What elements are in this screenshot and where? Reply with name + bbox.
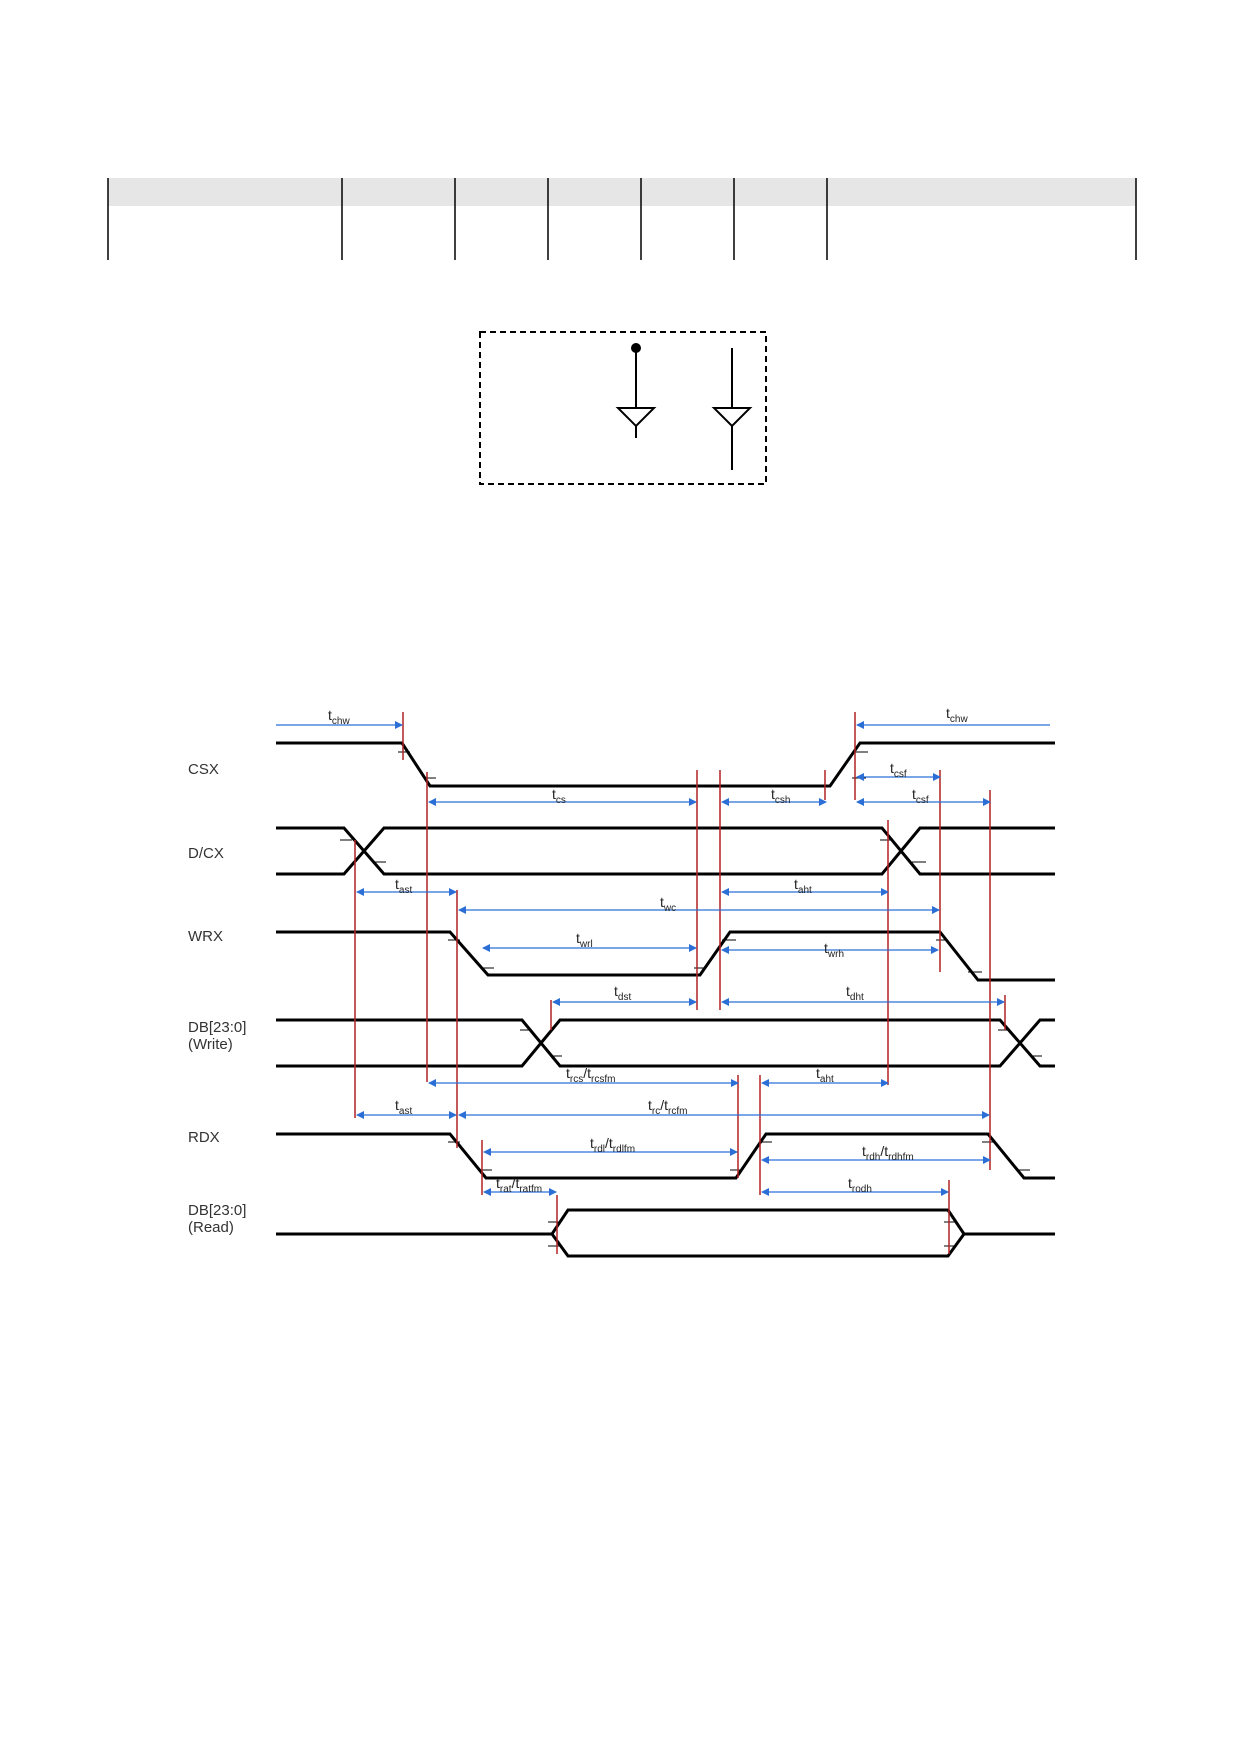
- waveforms: [276, 741, 1055, 1258]
- timing-label-taht-1: taht: [794, 876, 812, 896]
- waveform-db-read: [276, 1208, 1055, 1258]
- timing-label-tcsh: tcsh: [771, 786, 790, 806]
- timing-label-trdh: trdh/trdhfm: [862, 1143, 914, 1163]
- timing-label-tdst: tdst: [614, 983, 631, 1003]
- timing-label-tast-1: tast: [395, 876, 412, 896]
- dimension-arrows: [276, 721, 1050, 1196]
- waveform-rdx: [276, 1132, 1055, 1180]
- timing-label-trc: trc/trcfm: [648, 1097, 687, 1117]
- signal-label-csx: CSX: [188, 761, 219, 778]
- timing-label-trcs: trcs/trcsfm: [566, 1065, 615, 1085]
- timing-label-twrl: twrl: [576, 930, 593, 950]
- timing-label-tdht: tdht: [846, 983, 864, 1003]
- timing-label-tcs: tcs: [552, 786, 566, 806]
- timing-label-taht-2: taht: [816, 1065, 834, 1085]
- signal-label-rdx: RDX: [188, 1129, 220, 1146]
- timing-label-twc: twc: [660, 894, 676, 914]
- timing-label-tchw-right: tchw: [946, 705, 968, 725]
- waveform-dcx: [276, 826, 1055, 876]
- signal-label-db-read: DB[23:0](Read): [188, 1202, 246, 1236]
- timing-label-tcsf-2: tcsf: [912, 786, 929, 806]
- header-band: [108, 178, 1136, 206]
- circuit-diagram: [479, 331, 767, 485]
- timing-labels: tchw tchw tcsf tcs tcsh tcsf tast taht t…: [328, 705, 968, 1195]
- waveform-db-write: [276, 1018, 1055, 1068]
- signal-label-dcx: D/CX: [188, 845, 224, 862]
- buffer-left: [615, 343, 657, 438]
- timing-label-tchw-left: tchw: [328, 707, 350, 727]
- table-column-dividers: [107, 178, 1137, 260]
- timing-label-trdl: trdl/trdlfm: [590, 1135, 635, 1155]
- waveform-csx: [276, 741, 1055, 788]
- reference-lines: [354, 712, 1006, 1254]
- buffer-right: [711, 348, 753, 470]
- header-table: [107, 178, 1137, 260]
- timing-label-tast-2: tast: [395, 1097, 412, 1117]
- timing-label-trat: trat/tratfm: [496, 1175, 542, 1195]
- timing-label-twrh: twrh: [824, 940, 844, 960]
- transition-ticks: [340, 751, 1042, 1247]
- signal-label-db-write: DB[23:0](Write): [188, 1019, 246, 1053]
- dashed-enclosure: [479, 331, 767, 485]
- signal-label-wrx: WRX: [188, 928, 223, 945]
- signal-labels: CSX D/CX WRX DB[23:0](Write) RDX DB[23:0…: [188, 761, 246, 1236]
- timing-label-trodh: trodh: [848, 1175, 872, 1195]
- timing-label-tcsf-1: tcsf: [890, 760, 907, 780]
- waveform-wrx: [276, 930, 1055, 982]
